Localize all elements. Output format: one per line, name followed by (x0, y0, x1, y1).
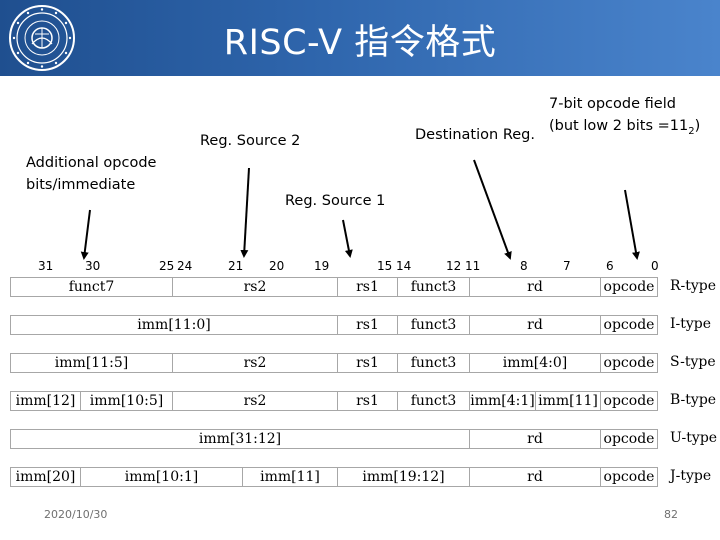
format-row-s-type: imm[11:5] rs2 rs1 funct3 imm[4:0] opcode (10, 353, 658, 373)
field-opcode: opcode (603, 469, 655, 485)
arrow-opcode (624, 189, 640, 260)
field-imm: imm[31:12] (11, 430, 470, 448)
field-imm: imm[12] (11, 392, 81, 410)
format-type-label: I-type (670, 316, 712, 332)
annotation-opcode-line2: (but low 2 bits =112) (549, 115, 719, 143)
header-bar: RISC-V 指令格式 (0, 0, 720, 76)
field-rs1: rs1 (338, 392, 398, 410)
format-row-r-type: funct7 rs2 rs1 funct3 rd opcode (10, 277, 658, 297)
format-row-b-type: imm[12] imm[10:5] rs2 rs1 funct3 imm[4:1… (10, 391, 658, 411)
field-imm: imm[11:0] (11, 316, 338, 334)
field-opcode: opcode (603, 393, 655, 409)
field-opcode: opcode (603, 355, 655, 371)
page-title: RISC-V 指令格式 (223, 23, 497, 63)
field-rs2: rs2 (173, 354, 338, 372)
annotation-opcode-field: 7-bit opcode field (but low 2 bits =112) (549, 93, 719, 143)
annotation-rs1: Reg. Source 1 (285, 193, 386, 209)
annotation-opcode-line2-prefix: (but low 2 bits =11 (549, 118, 689, 134)
field-opcode: opcode (603, 279, 655, 295)
arrow-rs2 (240, 167, 250, 258)
format-type-label: B-type (670, 392, 717, 408)
field-imm: imm[19:12] (338, 468, 470, 486)
field-funct7: funct7 (11, 278, 173, 296)
field-funct3: funct3 (398, 392, 470, 410)
field-rd: rd (470, 316, 601, 334)
field-imm: imm[11] (536, 392, 601, 410)
field-rs2: rs2 (173, 392, 338, 410)
annotation-opcode-line1: 7-bit opcode field (549, 96, 676, 112)
bit-label: 14 (396, 259, 412, 273)
bit-label: 7 (563, 259, 571, 273)
field-rs1: rs1 (338, 354, 398, 372)
bit-label: 20 (269, 259, 285, 273)
format-row-j-type: imm[20] imm[10:1] imm[11] imm[19:12] rd … (10, 467, 658, 487)
bit-label: 0 (651, 259, 659, 273)
university-seal-icon (9, 5, 75, 71)
arrow-rs1 (342, 219, 353, 258)
field-funct3: funct3 (398, 354, 470, 372)
format-type-label: U-type (670, 430, 718, 446)
field-opcode: opcode (603, 317, 655, 333)
bit-label: 8 (520, 259, 528, 273)
bit-label: 30 (85, 259, 101, 273)
field-imm: imm[20] (11, 468, 81, 486)
annotation-opcode-subscript: 2 (688, 125, 695, 137)
field-imm: imm[11:5] (11, 354, 173, 372)
bit-label: 25 (159, 259, 175, 273)
field-rs1: rs1 (338, 278, 398, 296)
bit-label: 12 (446, 259, 462, 273)
annotation-destination-reg: Destination Reg. (415, 127, 535, 143)
annotation-additional-line1: Additional opcode (26, 155, 157, 171)
format-type-label: S-type (670, 354, 716, 370)
field-imm: imm[11] (243, 468, 338, 486)
format-row-i-type: imm[11:0] rs1 funct3 rd opcode (10, 315, 658, 335)
arrow-additional-opcode (80, 209, 91, 260)
field-imm: imm[10:1] (81, 468, 243, 486)
bit-label: 24 (177, 259, 193, 273)
field-funct3: funct3 (398, 316, 470, 334)
bit-label: 19 (314, 259, 330, 273)
field-rd: rd (470, 468, 601, 486)
annotation-additional-opcode: Additional opcode bits/immediate (26, 152, 186, 196)
bit-label: 31 (38, 259, 54, 273)
field-imm: imm[4:0] (470, 354, 601, 372)
field-rd: rd (470, 430, 601, 448)
field-imm: imm[10:5] (81, 392, 173, 410)
format-row-u-type: imm[31:12] rd opcode (10, 429, 658, 449)
field-rs2: rs2 (173, 278, 338, 296)
bit-label: 11 (465, 259, 481, 273)
field-rs1: rs1 (338, 316, 398, 334)
bit-label: 21 (228, 259, 244, 273)
format-type-label: R-type (670, 278, 717, 294)
field-rd: rd (470, 278, 601, 296)
annotation-opcode-line2-suffix: ) (694, 118, 701, 134)
bit-label: 15 (377, 259, 393, 273)
field-opcode: opcode (603, 431, 655, 447)
arrow-destination-reg (473, 159, 512, 260)
annotation-rs2: Reg. Source 2 (200, 133, 301, 149)
footer-date: 2020/10/30 (44, 508, 108, 521)
bit-label: 6 (606, 259, 614, 273)
annotation-additional-line2: bits/immediate (26, 177, 136, 193)
page-number: 82 (664, 508, 678, 521)
field-funct3: funct3 (398, 278, 470, 296)
field-imm: imm[4:1] (470, 392, 536, 410)
format-type-label: J-type (670, 468, 712, 484)
